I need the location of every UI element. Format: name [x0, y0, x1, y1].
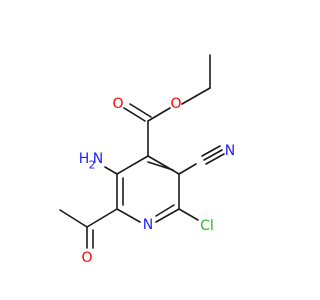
bond-n1-c6	[155, 208, 180, 223]
chloro-label: Cl	[200, 218, 214, 234]
bond-oether-ch2	[181, 87, 211, 105]
bond-cn-triple-c	[205, 153, 225, 165]
bond-aldehyde-h	[59, 209, 88, 228]
bond-c4-c3	[116, 155, 149, 175]
bond-c5-c4	[147, 155, 180, 175]
ring-nitrogen-label: N	[143, 217, 153, 233]
bond-c3-n	[104, 166, 118, 175]
bond-c-o-double-b	[129, 103, 152, 118]
bond-c5-c4-inner	[147, 161, 174, 171]
bond-cn-triple-a	[203, 149, 223, 161]
amino-h-count-label: 2	[89, 159, 96, 172]
ester-carbonyl-oxygen-label: O	[112, 96, 123, 112]
structure-diagram: O O H 2 N N N Cl O	[59, 54, 235, 266]
bond-c2-n1	[116, 208, 141, 223]
ester-ether-oxygen-label: O	[170, 96, 181, 112]
bond-c6-cl	[178, 208, 199, 221]
amino-nitrogen-label: N	[93, 151, 103, 167]
bond-c-oether	[147, 107, 171, 122]
aldehyde-oxygen-label: O	[81, 250, 92, 266]
bond-cn-triple-b	[201, 145, 221, 157]
bond-c2-cho	[86, 208, 118, 228]
nitrile-nitrogen-label: N	[225, 143, 235, 159]
bond-n1-c6-inner	[155, 204, 175, 217]
amino-h-label: H	[79, 151, 90, 167]
bond-c-o-double-a	[123, 107, 146, 122]
bond-c5-ccn	[178, 163, 197, 175]
